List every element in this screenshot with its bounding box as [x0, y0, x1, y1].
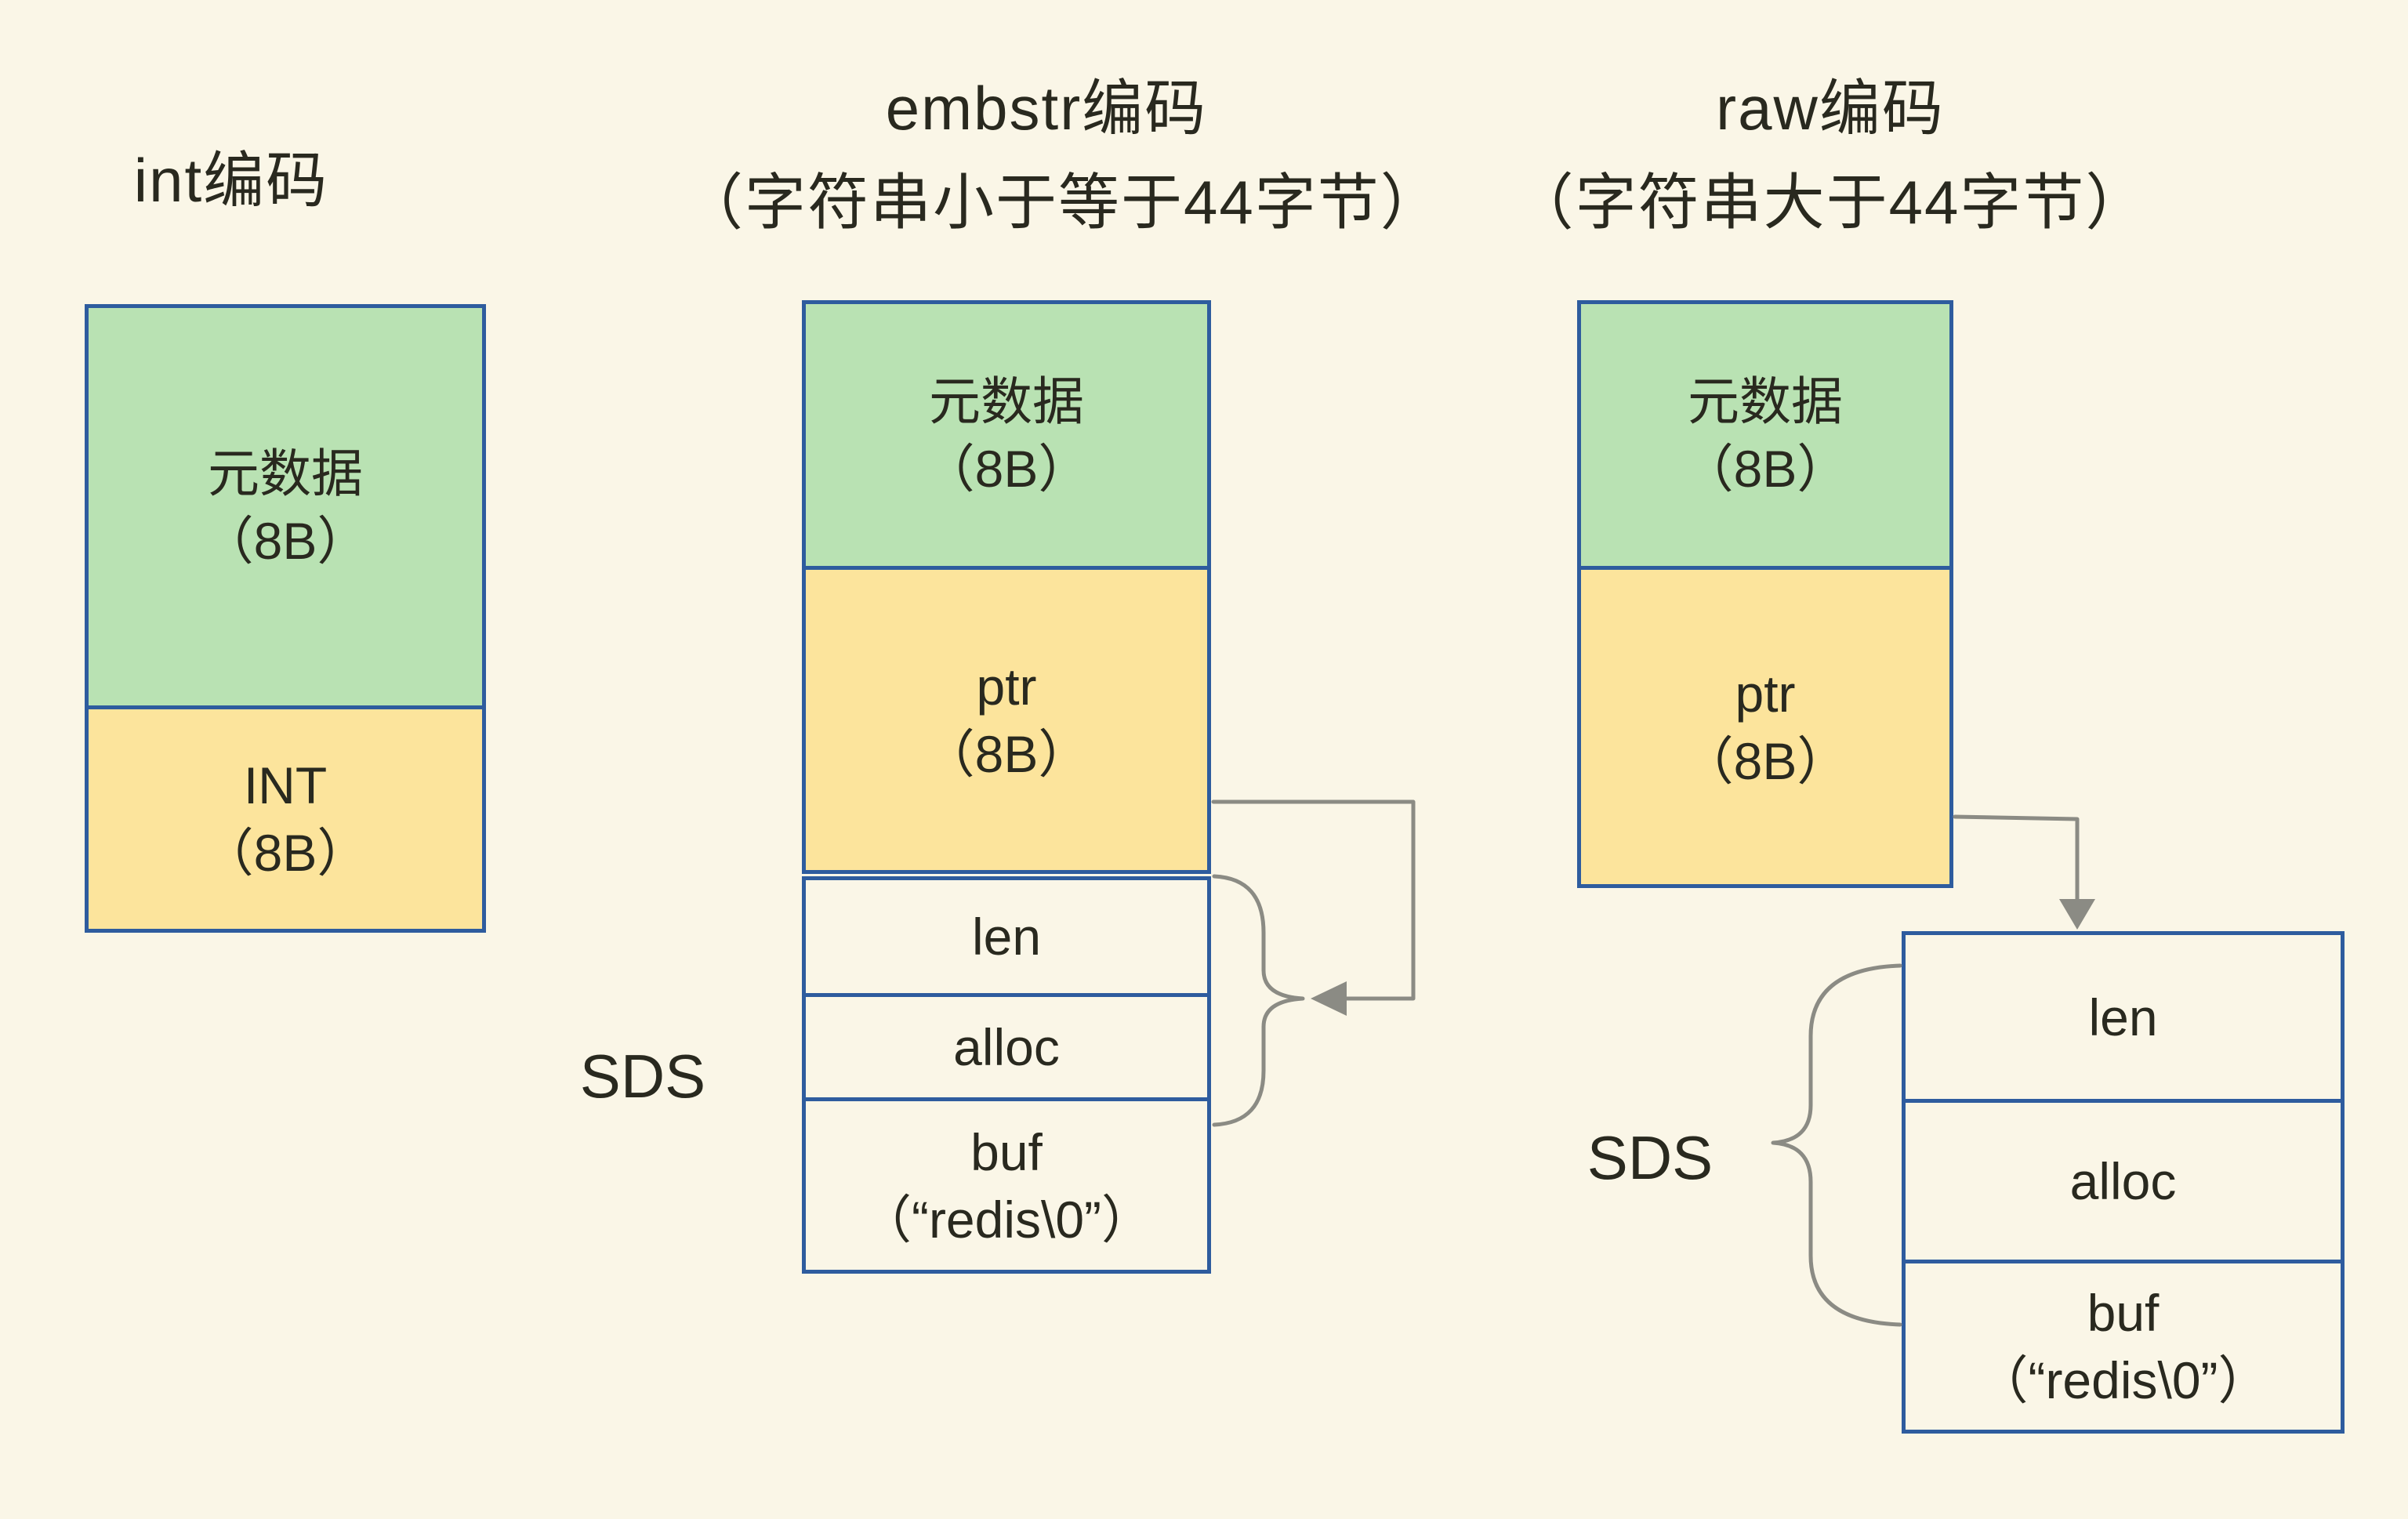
raw-sds-label: SDS [1587, 1123, 1714, 1192]
raw-metadata-label-line2: （8B） [1681, 440, 1849, 498]
title-raw-line1: raw编码 [1716, 74, 1945, 143]
embstr-sds-box: len alloc buf （“redis\0”） [802, 876, 1211, 1274]
title-int-encoding: int编码 [47, 133, 415, 227]
int-value-label-line2: （8B） [201, 824, 369, 882]
embstr-sds-len-label: len [971, 908, 1042, 966]
int-metadata-cell: 元数据 （8B） [89, 308, 482, 705]
embstr-sds-brace-icon [1212, 874, 1305, 1127]
embstr-object-box: 元数据 （8B） ptr （8B） [802, 300, 1211, 874]
raw-sds-buf-label-line2: （“redis\0”） [1976, 1351, 2270, 1409]
raw-sds-box: len alloc buf （“redis\0”） [1902, 931, 2345, 1434]
int-value-cell: INT （8B） [89, 705, 482, 929]
title-embstr-line2: （字符串小于等于44字节） [682, 168, 1443, 237]
embstr-metadata-cell: 元数据 （8B） [806, 304, 1207, 566]
embstr-ptr-arrow [1211, 799, 1416, 1001]
embstr-sds-label: SDS [579, 1042, 706, 1111]
raw-sds-alloc-cell: alloc [1906, 1099, 2341, 1260]
title-raw-line2: （字符串大于44字节） [1512, 168, 2149, 237]
embstr-metadata-label-line1: 元数据 [929, 372, 1084, 430]
raw-object-box: 元数据 （8B） ptr （8B） [1577, 300, 1953, 888]
raw-metadata-label-line1: 元数据 [1688, 372, 1843, 430]
embstr-sds-buf-cell: buf （“redis\0”） [806, 1097, 1207, 1270]
raw-sds-buf-label-line1: buf [2087, 1284, 2160, 1342]
embstr-ptr-arrowhead-icon [1311, 981, 1347, 1016]
int-metadata-label-line2: （8B） [201, 511, 369, 570]
raw-sds-len-cell: len [1906, 935, 2341, 1099]
embstr-pointer-label-line1: ptr [976, 657, 1037, 716]
embstr-sds-alloc-cell: alloc [806, 993, 1207, 1097]
embstr-pointer-label-line2: （8B） [923, 724, 1090, 783]
raw-ptr-arrowhead-icon [2059, 899, 2095, 930]
title-int-line1: int编码 [133, 146, 329, 215]
embstr-pointer-cell: ptr （8B） [806, 566, 1207, 870]
int-metadata-label-line1: 元数据 [208, 444, 363, 502]
int-object-box: 元数据 （8B） INT （8B） [85, 304, 486, 933]
embstr-sds-alloc-label: alloc [953, 1018, 1060, 1076]
title-raw-encoding: raw编码 （字符串大于44字节） [1466, 61, 2195, 249]
raw-metadata-cell: 元数据 （8B） [1581, 304, 1949, 566]
raw-pointer-label-line2: （8B） [1681, 731, 1849, 790]
title-embstr-encoding: embstr编码 （字符串小于等于44字节） [682, 61, 1443, 249]
embstr-metadata-label-line2: （8B） [923, 440, 1090, 498]
raw-sds-brace-icon [1771, 963, 1902, 1327]
embstr-sds-buf-label-line1: buf [970, 1122, 1043, 1181]
raw-sds-buf-cell: buf （“redis\0”） [1906, 1260, 2341, 1430]
raw-sds-len-label: len [2088, 988, 2158, 1046]
embstr-sds-len-cell: len [806, 880, 1207, 993]
raw-sds-alloc-label: alloc [2069, 1152, 2177, 1210]
embstr-sds-buf-label-line2: （“redis\0”） [859, 1190, 1154, 1249]
int-value-label-line1: INT [243, 756, 328, 814]
raw-ptr-arrow [1953, 814, 2080, 904]
raw-pointer-label-line1: ptr [1735, 664, 1796, 723]
raw-pointer-cell: ptr （8B） [1581, 566, 1949, 884]
title-embstr-line1: embstr编码 [885, 74, 1208, 143]
